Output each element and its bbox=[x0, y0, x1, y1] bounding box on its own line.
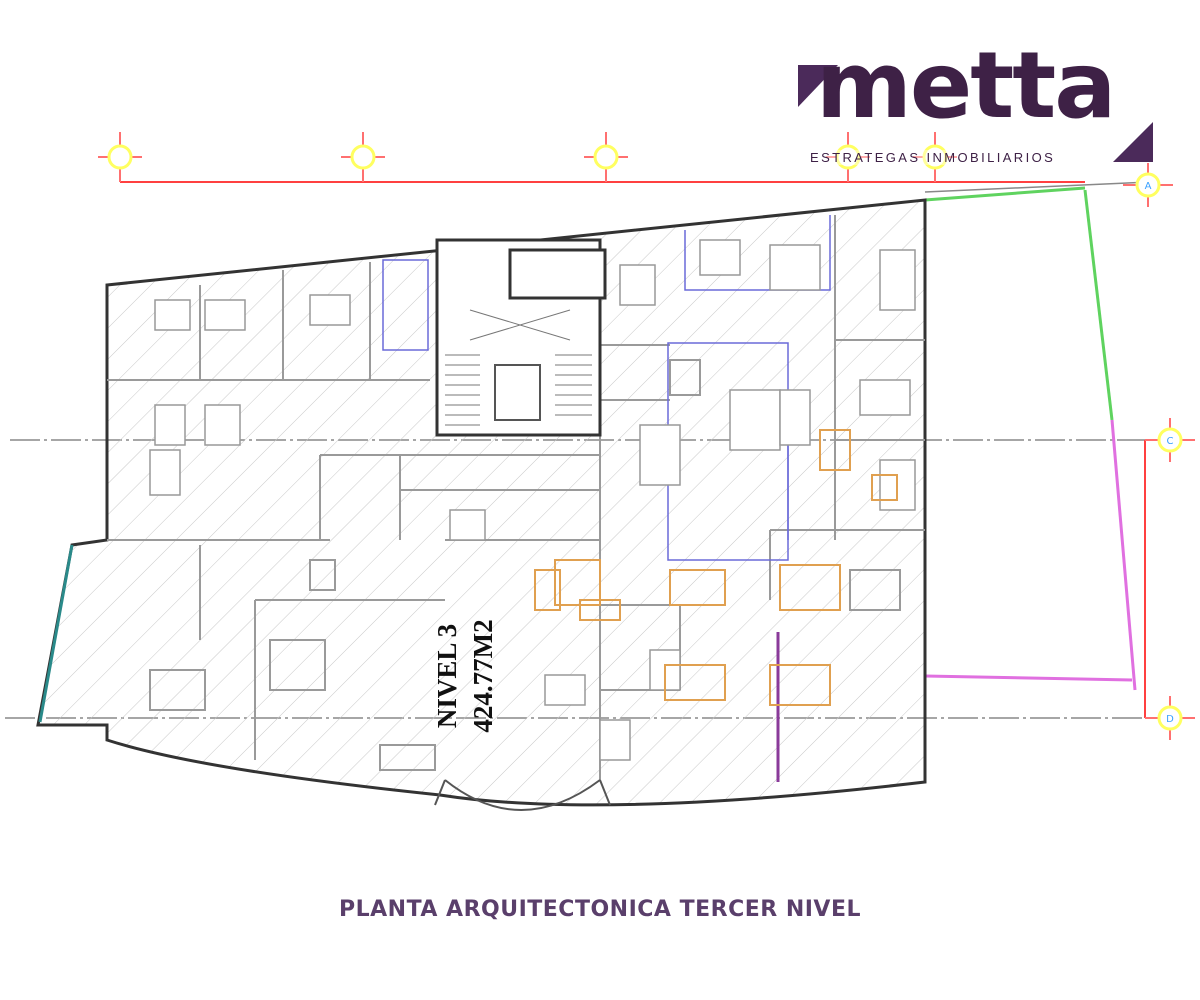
grid-markers-top bbox=[98, 132, 957, 182]
grid-line-a bbox=[924, 181, 1151, 193]
left-window-wall bbox=[38, 544, 74, 723]
logo-wordmark: metta bbox=[816, 32, 1116, 139]
grid-label-c: C bbox=[1167, 436, 1174, 447]
grid-marker-d: D bbox=[1145, 696, 1195, 740]
elevator bbox=[494, 364, 541, 421]
grid-label-a: A bbox=[1145, 181, 1152, 192]
metta-logo: metta ESTRATEGAS INMOBILIARIOS bbox=[798, 40, 1158, 172]
grid-marker bbox=[826, 132, 870, 182]
grid-label-d: D bbox=[1166, 714, 1174, 725]
grid-marker-a: A bbox=[1123, 163, 1173, 207]
grid-marker-c: C bbox=[1145, 418, 1195, 462]
plan-caption: PLANTA ARQUITECTONICA TERCER NIVEL bbox=[338, 897, 862, 922]
entrance bbox=[434, 779, 611, 811]
level-area: 424.77M2 bbox=[468, 619, 498, 733]
highlighted-furniture bbox=[534, 429, 898, 706]
grid-marker bbox=[98, 132, 142, 182]
level-name: NIVEL 3 bbox=[432, 623, 462, 729]
logo-corner-marks bbox=[798, 65, 1153, 162]
grid-marker bbox=[584, 132, 628, 182]
workstations bbox=[149, 239, 916, 761]
balcony bbox=[924, 186, 1137, 691]
logo-tagline: ESTRATEGAS INMOBILIARIOS bbox=[810, 150, 1056, 165]
stair-core bbox=[435, 238, 607, 437]
level-label: NIVEL 3 424.77M2 bbox=[429, 591, 501, 761]
restroom bbox=[508, 248, 607, 300]
building-floor bbox=[36, 198, 927, 807]
grid-marker bbox=[913, 132, 957, 182]
grid-marker bbox=[341, 132, 385, 182]
